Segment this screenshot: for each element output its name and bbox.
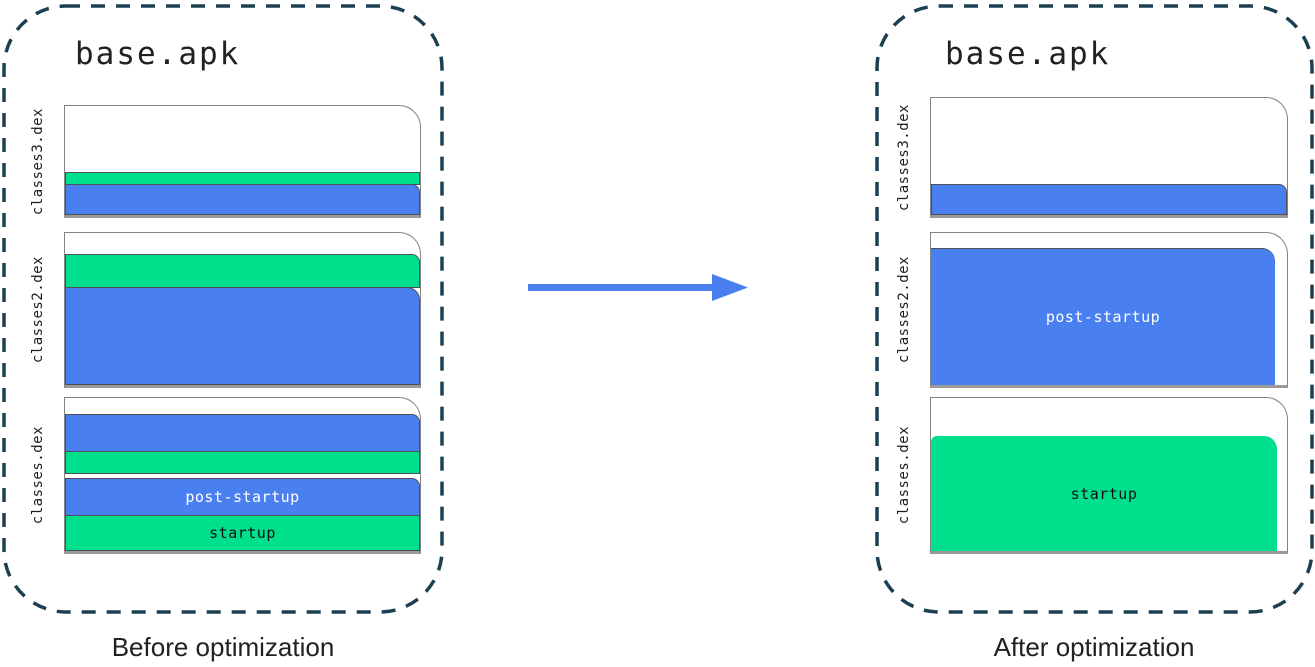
arrow-right-icon — [528, 274, 748, 301]
before-classes3-post-startup-segment — [65, 184, 420, 215]
after-classes-page: startup — [930, 397, 1288, 554]
after-apk-title: base.apk — [945, 36, 1111, 72]
before-classes3-page — [64, 105, 421, 218]
before-container-outline — [2, 4, 444, 614]
after-classes3-post-startup-segment — [931, 184, 1287, 215]
after-container-outline — [875, 4, 1314, 614]
startup-segment-label: startup — [209, 524, 276, 542]
before-classes-startup-segment-1 — [65, 451, 420, 474]
after-classes2-post-startup-segment: post-startup — [931, 248, 1275, 385]
before-classes3-label: classes3.dex — [30, 107, 46, 216]
post-startup-segment-label: post-startup — [1045, 308, 1161, 326]
startup-segment-label: startup — [1070, 484, 1138, 503]
before-caption: Before optimization — [111, 632, 335, 662]
after-classes3-label: classes3.dex — [896, 103, 912, 212]
before-classes-label: classes.dex — [30, 426, 46, 525]
before-apk-title: base.apk — [75, 36, 241, 72]
before-classes2-post-startup-segment — [65, 287, 420, 385]
after-classes3-page — [930, 97, 1288, 218]
after-classes2-label: classes2.dex — [896, 256, 912, 364]
before-classes-startup-segment-2: startup — [65, 515, 420, 551]
before-classes2-startup-segment — [65, 254, 420, 288]
after-classes-label: classes.dex — [896, 426, 912, 525]
before-classes2-page — [64, 232, 421, 388]
before-classes2-label: classes2.dex — [30, 256, 46, 364]
before-classes-post-startup-segment-1 — [65, 414, 420, 452]
before-classes-page: post-startup startup — [64, 397, 421, 554]
after-caption: After optimization — [993, 632, 1195, 662]
after-classes-startup-segment: startup — [931, 436, 1277, 551]
post-startup-segment-label: post-startup — [185, 488, 300, 506]
before-classes-post-startup-segment-2: post-startup — [65, 478, 420, 516]
after-classes2-page: post-startup — [930, 232, 1288, 388]
